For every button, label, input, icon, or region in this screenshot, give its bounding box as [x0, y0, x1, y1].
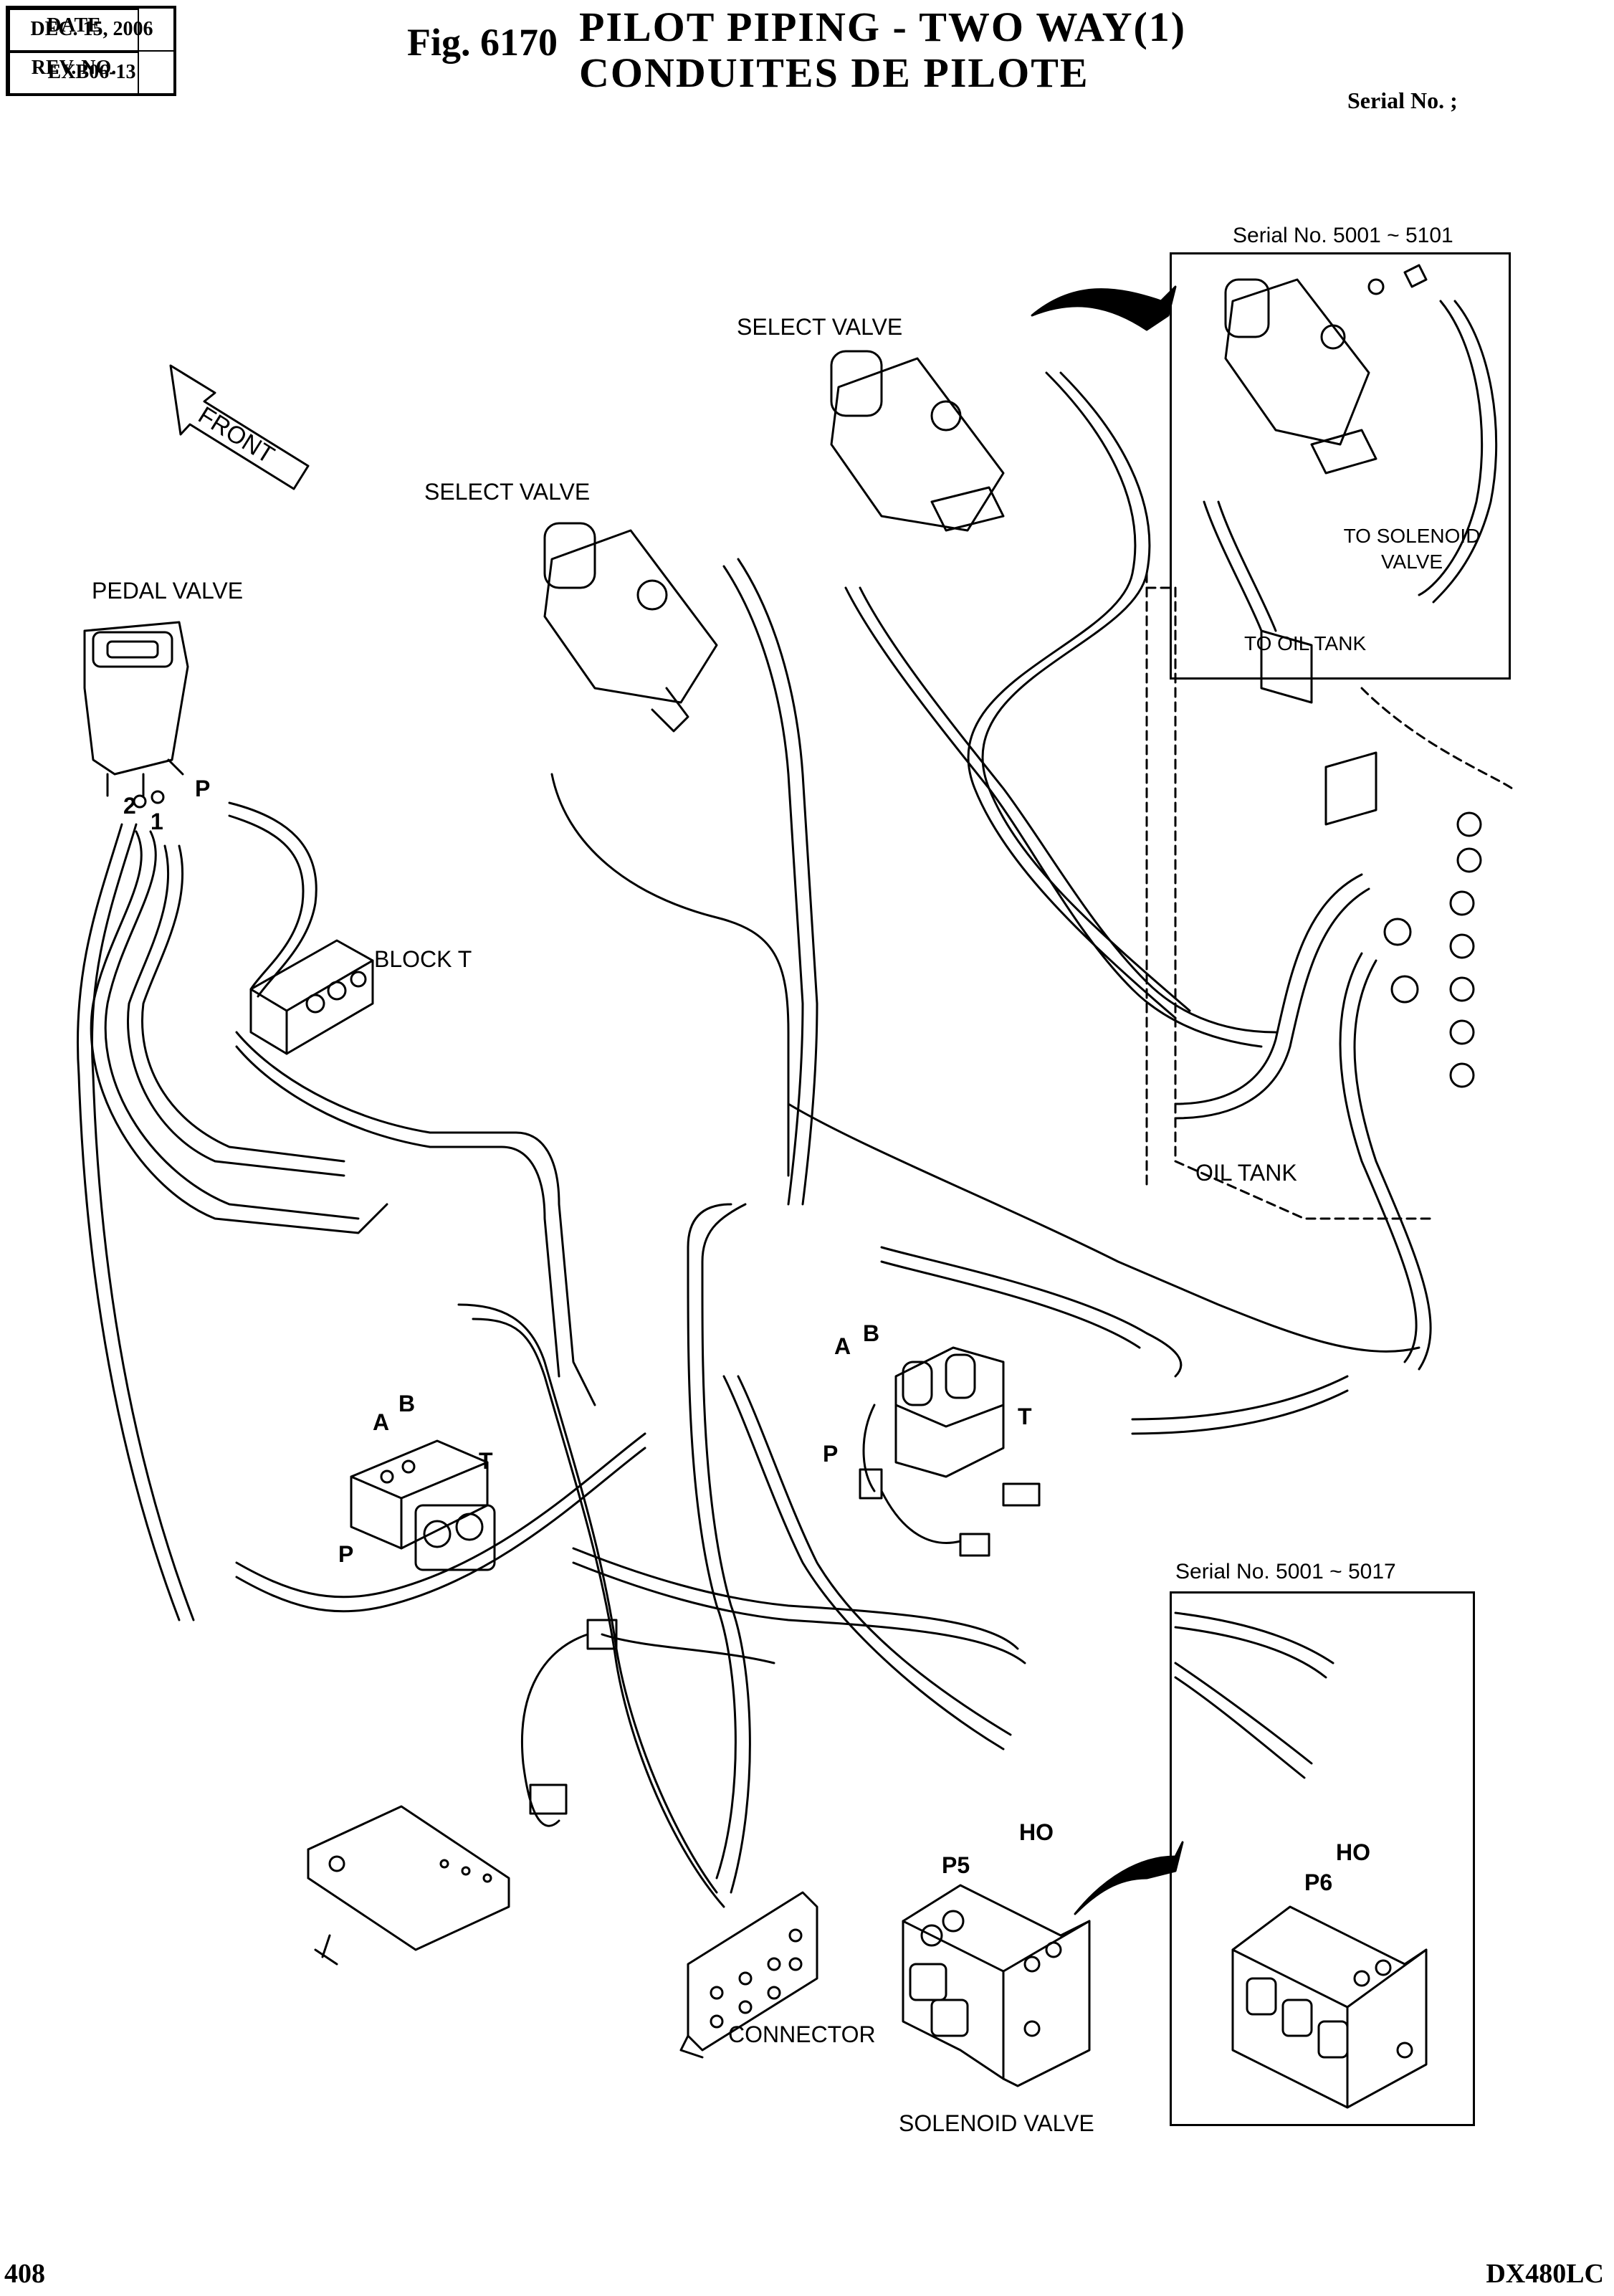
date-value: DEC. 15, 2006 — [9, 6, 176, 52]
front-arrow — [169, 364, 310, 490]
block-t-pipes — [235, 1031, 596, 1406]
label-port-b-mid: B — [863, 1320, 880, 1346]
label-oil-tank: OIL TANK — [1195, 1160, 1297, 1186]
swoosh-arrow-top — [1031, 285, 1177, 331]
figure-title-fr: CONDUITES DE PILOTE — [579, 49, 1089, 96]
label-port-t-left: T — [479, 1448, 493, 1474]
date-label: DATE — [9, 9, 139, 53]
label-port-p-pedal: P — [195, 776, 211, 801]
label-port-b-left: B — [398, 1391, 416, 1416]
inset-top-frame — [1170, 252, 1511, 680]
rev-label: REV. NO. — [9, 51, 139, 95]
inset-top-to-solenoid-1: TO SOLENOID — [1343, 525, 1481, 547]
bottom-inset-drawing — [1174, 1611, 1428, 2109]
select-valve-1 — [543, 522, 718, 733]
middle-control-block — [859, 1346, 1041, 1557]
select-valve-1-pipes — [550, 558, 1420, 1353]
figure-title-en: PILOT PIPING - TWO WAY(1) — [579, 4, 1187, 50]
select-valve-2 — [830, 350, 1005, 532]
pedal-pipes — [76, 801, 388, 1621]
model-number: DX480LC — [1486, 2259, 1604, 2289]
page-number: 408 — [4, 2259, 45, 2289]
connector-plate — [679, 1891, 818, 2059]
oil-tank — [1145, 572, 1514, 1220]
swoosh-arrow-bottom — [1074, 1841, 1184, 1915]
pedal-valve — [83, 621, 189, 809]
label-port-p5: P5 — [942, 1852, 970, 1878]
label-port-a-mid: A — [834, 1333, 851, 1359]
label-solenoid-valve: SOLENOID VALVE — [899, 2110, 1094, 2136]
label-select-valve-middle: SELECT VALVE — [424, 479, 591, 505]
inset-top-to-oil-tank: TO OIL TANK — [1244, 632, 1367, 654]
mount-bracket — [307, 1805, 510, 1966]
serial-number: Serial No. ; — [1347, 87, 1458, 113]
label-port-p-left: P — [338, 1541, 354, 1567]
revision-table: DATE DEC. 15, 2006 REV. NO. EXB06-13 — [6, 6, 176, 96]
label-block-t: BLOCK T — [374, 946, 472, 972]
label-port-t-mid: T — [1018, 1404, 1032, 1429]
inset-bottom-frame — [1170, 1591, 1475, 2126]
solenoid-valve — [902, 1884, 1091, 2087]
label-port-a-left: A — [373, 1409, 390, 1435]
oil-tank-fittings — [1260, 629, 1482, 1088]
select-valve-2-pipes — [844, 371, 1277, 1048]
inset-bottom-serial: Serial No. 5001 ~ 5017 — [1175, 1560, 1396, 1583]
inset-top-serial: Serial No. 5001 ~ 5101 — [1233, 224, 1453, 247]
block-t — [249, 939, 374, 1055]
label-port-ho: HO — [1019, 1819, 1054, 1845]
label-connector: CONNECTOR — [728, 2021, 876, 2047]
label-port-2: 2 — [123, 793, 136, 819]
label-pedal-valve: PEDAL VALVE — [92, 578, 244, 604]
wire-harness — [521, 1619, 775, 1827]
label-port-p-mid: P — [823, 1441, 839, 1467]
label-select-valve-upper: SELECT VALVE — [737, 314, 903, 340]
inset-bottom-port-p6: P6 — [1304, 1869, 1333, 1895]
figure-number: Fig. 6170 — [407, 21, 558, 64]
left-long-pipes — [235, 1303, 1026, 1908]
left-control-block — [350, 1439, 496, 1571]
inset-bottom-port-ho: HO — [1336, 1839, 1370, 1865]
label-port-1: 1 — [151, 809, 163, 834]
oil-tank-pipes — [1174, 873, 1432, 1371]
top-inset-drawing — [1203, 264, 1498, 632]
inset-top-to-solenoid-2: VALVE — [1380, 551, 1443, 573]
middle-block-pipes — [687, 1203, 1349, 1894]
